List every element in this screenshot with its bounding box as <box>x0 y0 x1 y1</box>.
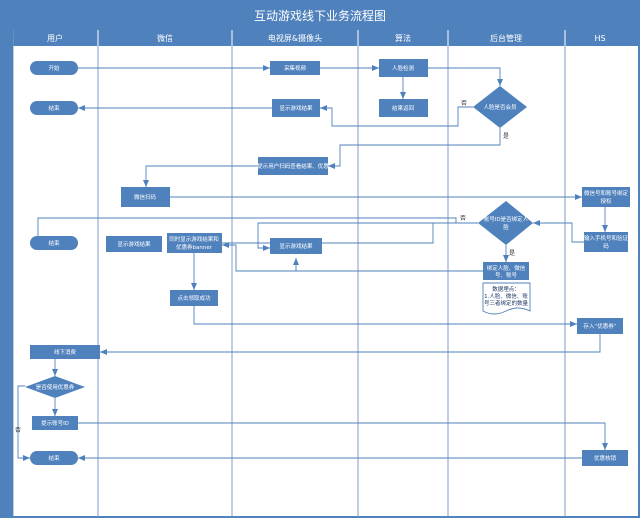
face-detect-box <box>379 59 428 77</box>
edge-bound-show-tv <box>257 222 478 251</box>
lane-header-user: 用户 <box>47 33 63 43</box>
edge-input-bound <box>533 220 584 243</box>
is-member-decision <box>473 86 527 128</box>
show-result-tv-box <box>270 238 322 254</box>
edge-member-yes <box>328 128 501 169</box>
end-label-2: 结束 <box>48 239 60 247</box>
face-detect-label: 人脸检测 <box>392 64 415 72</box>
save-coupon-box <box>577 318 623 334</box>
edge-claim-save <box>193 306 577 327</box>
account-bound-label-2: 脸 <box>503 223 509 231</box>
end-label-1: 结束 <box>48 104 60 112</box>
offline-consume-box <box>30 345 100 359</box>
edge-save-offline <box>100 334 601 355</box>
input-phone-box <box>584 232 628 252</box>
bind-face-label-2: 号、账号 <box>495 271 518 279</box>
show-result-label-1: 显示游戏结果 <box>279 104 313 112</box>
edge-label-no-2: 否 <box>460 215 466 222</box>
lane-header-hs: HS <box>594 34 605 43</box>
edge-detect-member <box>428 67 503 86</box>
coupon-verify-label: 优惠核销 <box>594 454 617 462</box>
end-terminal-2 <box>30 236 78 250</box>
lane-header-dividers <box>97 30 566 46</box>
data-tracking-label-2: 1.人脸、微信、账 <box>484 292 528 300</box>
sync-banner-label-2: 优惠券banner <box>176 243 213 251</box>
edge-use-no <box>17 385 30 461</box>
show-account-label: 提示账号ID <box>41 419 69 427</box>
show-result-box-1 <box>272 99 320 117</box>
diagram-title: 互动游戏线下业务流程图 <box>254 8 386 23</box>
is-member-label: 人脸是否会员 <box>483 103 517 111</box>
account-bound-decision <box>478 201 533 245</box>
title-bar <box>2 2 638 30</box>
hs-authorize-label-1: 微信号和账号绑定 <box>584 189 629 197</box>
save-coupon-label: 存入“优惠券” <box>583 322 616 330</box>
lane-header-wechat: 微信 <box>157 33 173 43</box>
edge-prompt-scan <box>143 165 258 187</box>
data-tracking-label-3: 号三者绑定的数量 <box>484 299 529 307</box>
edge-label-no-3: 否 <box>15 427 21 434</box>
edge-label-no: 否 <box>461 100 467 107</box>
start-terminal <box>30 61 78 75</box>
lane-header-bar <box>2 30 638 46</box>
prompt-scan-label: 提示用户扫码查看结果、优惠 <box>257 162 329 170</box>
show-result-wechat-box <box>106 236 162 252</box>
input-phone-label-2: 码 <box>603 242 609 250</box>
coupon-verify-box <box>582 450 628 466</box>
edge-show-account-hs <box>78 422 608 450</box>
end-terminal-3 <box>30 451 78 465</box>
left-rail <box>2 30 13 517</box>
collect-video-box <box>270 61 320 75</box>
sync-banner-label-1: 同时显示游戏结果和 <box>169 235 219 243</box>
end-terminal-1 <box>30 101 78 115</box>
offline-consume-label: 线下消费 <box>54 348 77 356</box>
result-return-label: 结果返回 <box>392 104 415 112</box>
edge-bind-tv <box>293 258 483 272</box>
edge-label-yes: 是 <box>503 133 509 140</box>
collect-video-label: 采集视频 <box>284 64 307 72</box>
edge-member-no <box>320 105 473 127</box>
hs-authorize-label-2: 授权 <box>600 197 612 205</box>
use-coupon-label: 是否使用优惠券 <box>36 383 75 391</box>
edge-label-yes-2: 是 <box>509 250 515 257</box>
show-result-wechat-label: 显示游戏结果 <box>117 240 151 248</box>
lane-header-algorithm: 算法 <box>395 33 411 43</box>
end-label-3: 结束 <box>48 454 60 462</box>
bind-face-label-1: 绑定人脸、微信 <box>487 264 526 272</box>
prompt-scan-box <box>258 157 328 175</box>
wechat-scan-label: 微信扫码 <box>134 193 157 201</box>
account-bound-label-1: 账号ID是否绑定人 <box>484 215 529 223</box>
input-phone-label-1: 输入手机号和验证 <box>584 234 629 242</box>
start-label: 开始 <box>48 64 60 72</box>
bind-face-box <box>483 262 529 280</box>
data-tracking-label-1: 数据埋点： <box>492 285 520 293</box>
claim-success-label: 点击领取成功 <box>177 294 211 302</box>
result-return-box <box>379 99 428 117</box>
lane-header-backend: 后台管理 <box>490 33 522 43</box>
show-result-tv-label: 显示游戏结果 <box>279 242 313 250</box>
claim-success-box <box>170 290 218 306</box>
use-coupon-decision <box>25 376 85 398</box>
hs-authorize-box <box>582 187 630 207</box>
data-tracking-note <box>482 282 531 315</box>
sync-banner-box <box>167 233 222 253</box>
edge-bound-show-wx <box>170 223 434 246</box>
show-account-box <box>32 416 78 430</box>
lane-header-tv-camera: 电视屏&摄像头 <box>268 33 322 43</box>
wechat-scan-box <box>121 187 170 207</box>
